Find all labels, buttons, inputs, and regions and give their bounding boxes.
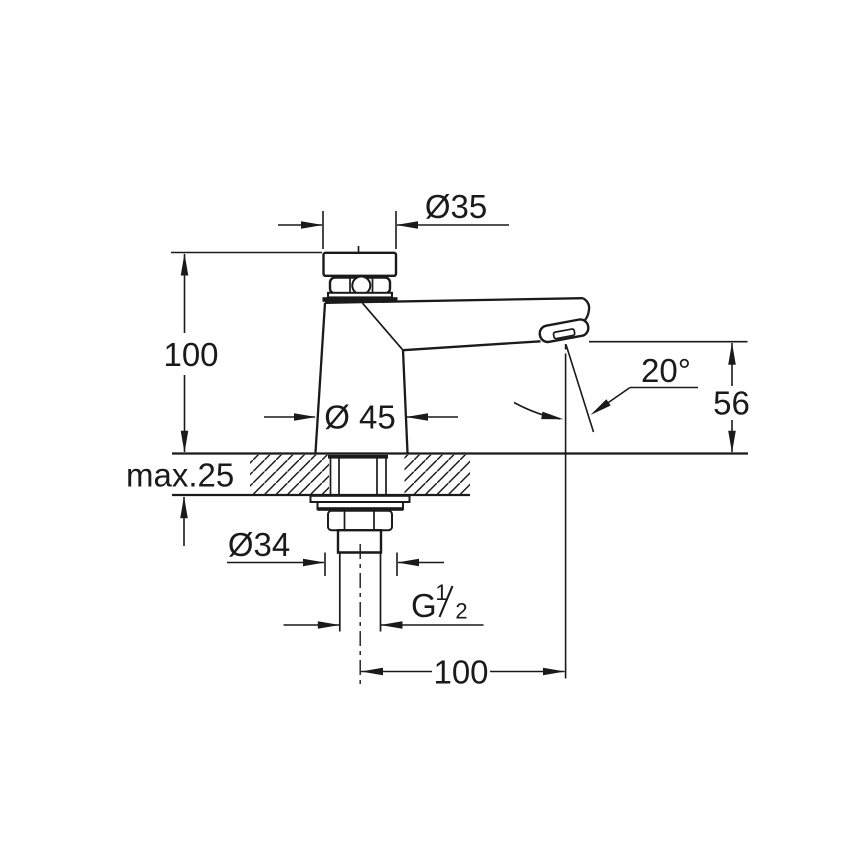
aerator — [538, 318, 590, 344]
dim-counter-thickness: max.25 — [126, 457, 234, 546]
counter-hatch-right — [404, 454, 470, 495]
arrow — [406, 413, 428, 421]
base-ring-shadow — [322, 297, 398, 302]
label-thread-numerator: 1 — [435, 580, 447, 605]
arrow — [397, 558, 419, 567]
body-underside-bar — [328, 454, 388, 459]
label-thread-letter: G — [411, 587, 437, 624]
counter-cross-section — [172, 452, 748, 497]
label-body-height: 100 — [163, 336, 218, 373]
arc-arrow — [541, 411, 564, 420]
dim-reach: 100 — [361, 654, 565, 691]
label-dia-top: Ø35 — [425, 188, 487, 225]
leader-arrow — [590, 399, 611, 415]
arrow — [294, 413, 316, 421]
faucet-body — [309, 246, 591, 686]
dim-dia-top: Ø35 — [278, 188, 509, 249]
label-dia-shank: Ø34 — [228, 526, 290, 563]
arrow — [303, 558, 325, 567]
spout-nose-curve — [582, 297, 591, 321]
arrow — [301, 221, 323, 229]
dim-dia-shank: Ø34 — [227, 526, 444, 576]
arrow — [180, 430, 189, 453]
arrow — [728, 342, 736, 365]
push-cap — [322, 251, 398, 278]
label-thread-denominator: 2 — [455, 599, 467, 624]
dim-height-left: 100 — [163, 251, 322, 453]
body-right-edge — [401, 350, 409, 453]
base-ring — [327, 291, 393, 299]
label-counter-thickness: max.25 — [126, 457, 234, 494]
dim-thread: G 1 2 — [283, 580, 484, 629]
label-reach: 100 — [433, 654, 488, 691]
arrow — [396, 221, 418, 229]
arrow — [543, 667, 565, 676]
aerator-screen — [552, 328, 576, 340]
neck-taper-line — [361, 302, 404, 351]
arrow — [361, 667, 383, 676]
arrow — [728, 430, 736, 453]
label-dia-base: Ø 45 — [324, 399, 396, 436]
dim-spout-height: 56 — [589, 340, 750, 453]
dim-dia-base: Ø 45 — [264, 399, 458, 436]
label-spout-height: 56 — [713, 385, 750, 422]
fraction-slash — [438, 585, 454, 618]
spout-underside — [402, 340, 541, 352]
angle-line — [565, 344, 595, 433]
dim-spout-angle: 20° — [513, 344, 698, 679]
mounting-nut — [327, 509, 393, 532]
arrow — [317, 621, 340, 629]
counter-hatch-left — [250, 454, 329, 495]
spout-top-edge — [324, 297, 584, 304]
arrow — [180, 253, 189, 276]
arrow — [380, 621, 403, 629]
body-left-edge — [314, 302, 327, 453]
washer-shadow — [317, 507, 403, 511]
label-spout-angle: 20° — [641, 352, 691, 389]
